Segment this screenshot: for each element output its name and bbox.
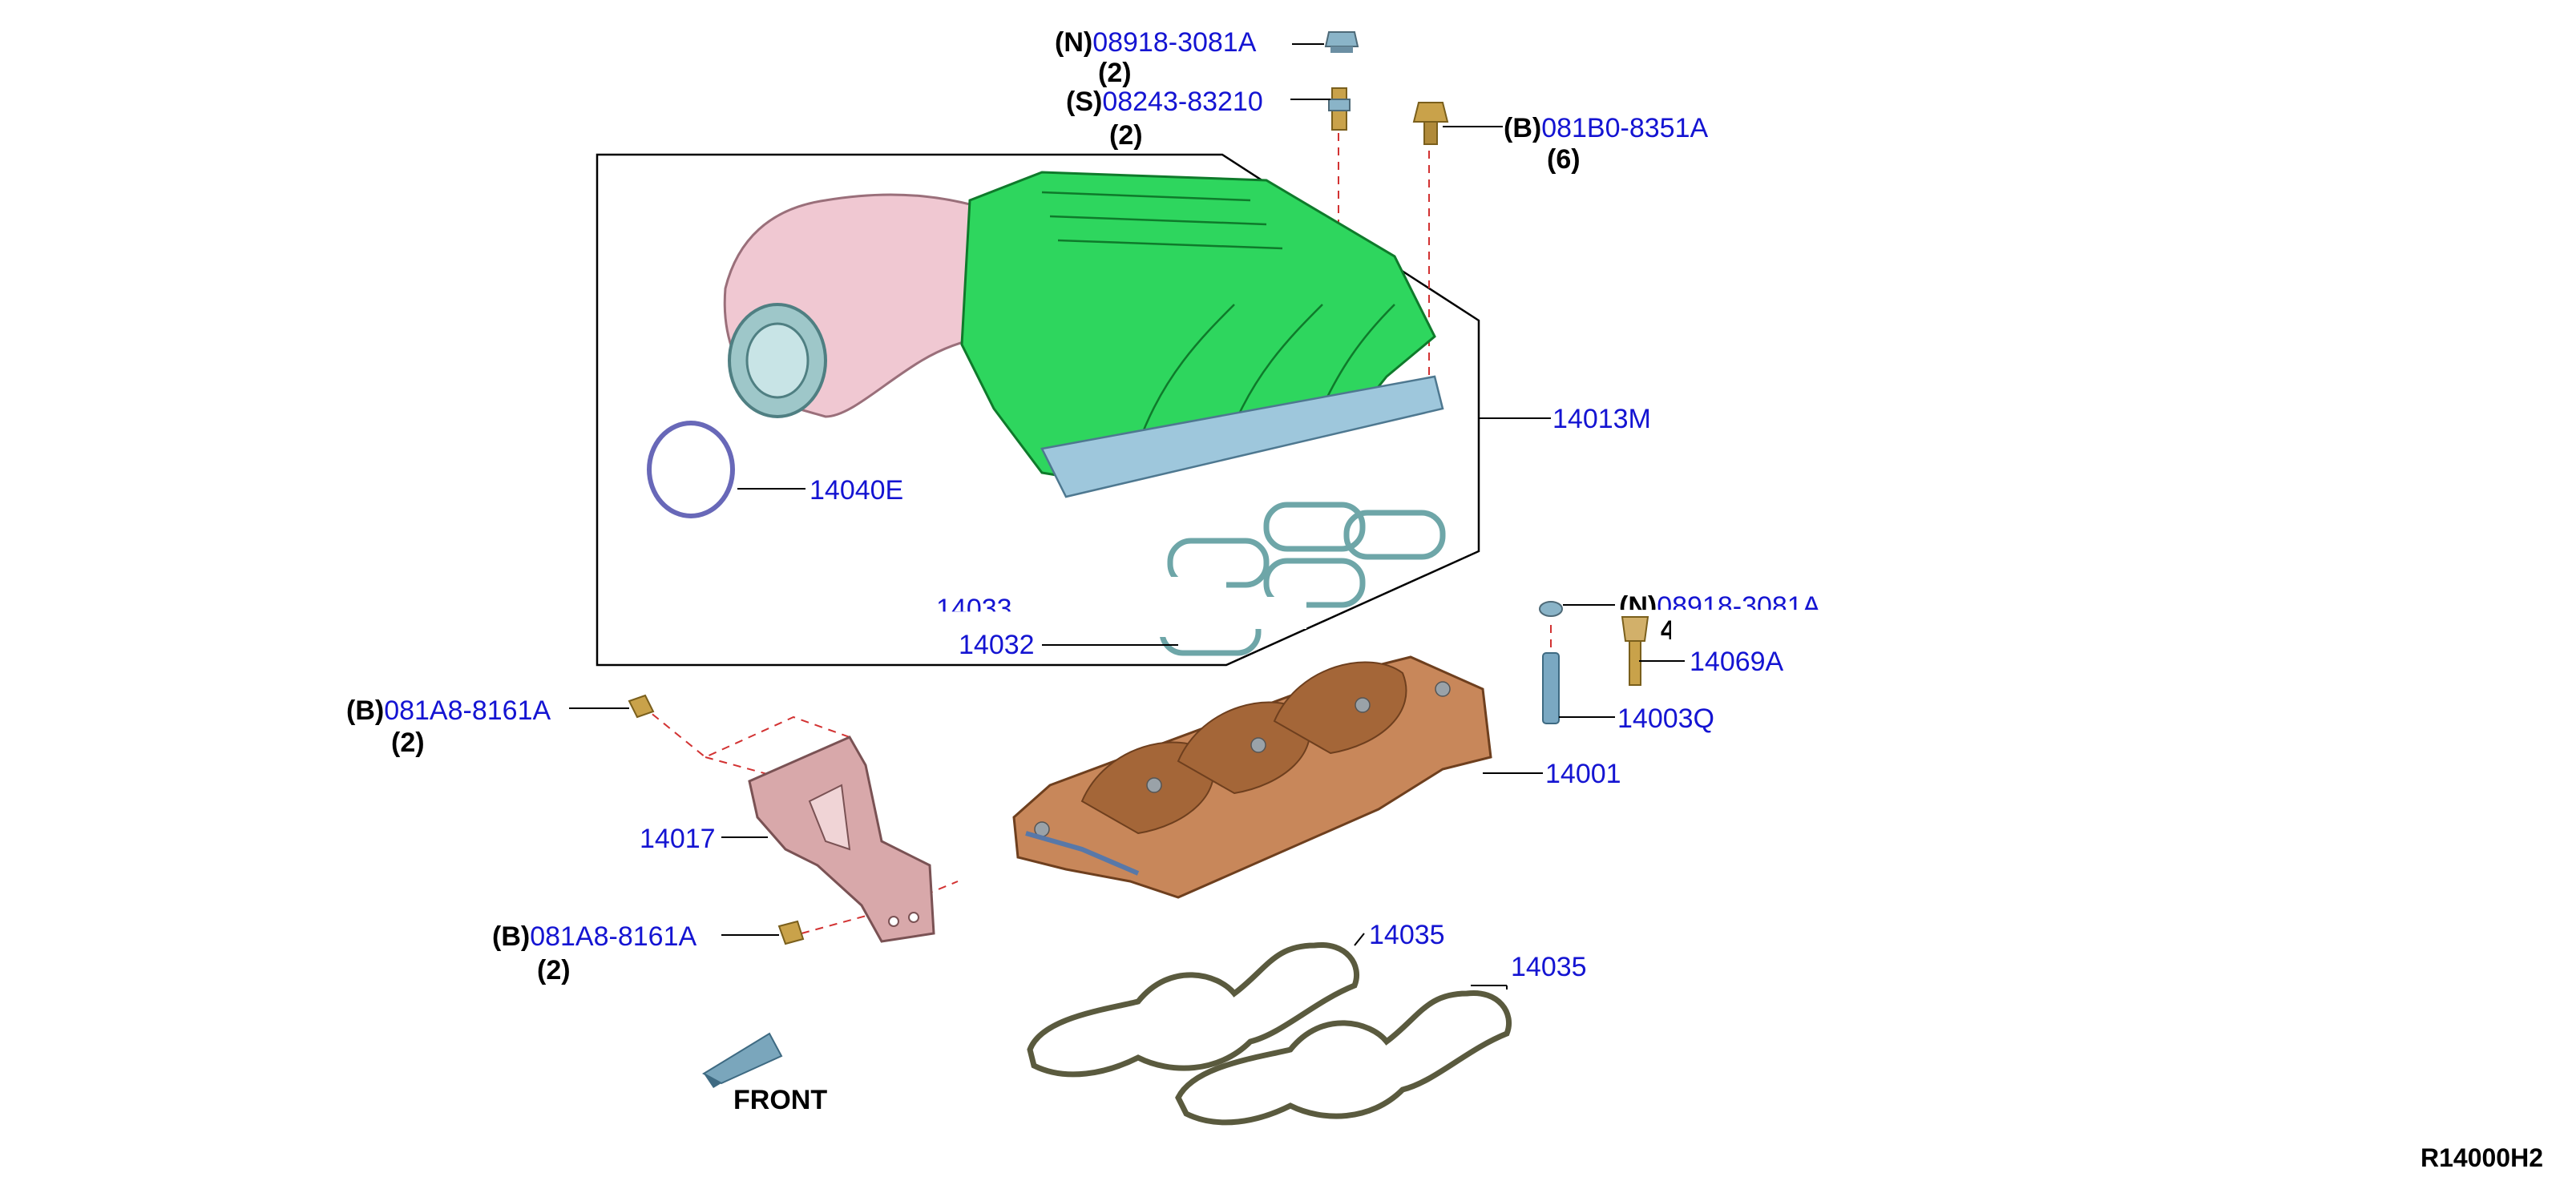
callout-14017[interactable]: 14017: [640, 824, 716, 854]
assembly-boundary-frame: [596, 153, 1480, 667]
callout-marker: (B): [492, 921, 531, 952]
callout-14033[interactable]: 14033: [936, 594, 1012, 624]
part-number-link[interactable]: 081A8-8161A: [384, 695, 551, 726]
callout-14035-lower[interactable]: 14035: [1511, 952, 1587, 982]
callout-quantity: (2): [1109, 120, 1143, 151]
stud-pin-icon: [1542, 652, 1560, 724]
part-number-link[interactable]: 08918-3081A: [1657, 591, 1821, 622]
callout-marker: (B): [346, 695, 385, 726]
callout-08918-3081A-top: (N)08918-3081A: [1055, 29, 1256, 56]
upper-collector-manifold: [960, 171, 1444, 498]
callout-marker: (N): [1619, 591, 1657, 622]
callout-08243-83210: (S)08243-83210: [1066, 88, 1263, 115]
callout-14069A[interactable]: 14069A: [1690, 647, 1784, 677]
stud-nut-lower-icon: [1539, 601, 1563, 617]
manifold-support-bracket: [748, 736, 935, 943]
lower-intake-manifold: [1012, 655, 1492, 899]
part-number-link[interactable]: 081B0-8351A: [1541, 113, 1709, 143]
callout-marker: (N): [1055, 27, 1093, 58]
callout-081A8-8161A-lower: (B)081A8-8161A: [492, 923, 696, 950]
front-label: FRONT: [733, 1085, 828, 1115]
stud-nut-icon: [1324, 31, 1359, 53]
lower-manifold-gasket-2: [1175, 989, 1512, 1126]
callout-quantity: (4): [1651, 615, 1685, 646]
stud-bolt-icon: [1328, 87, 1351, 131]
part-number-link[interactable]: 08918-3081A: [1092, 27, 1257, 58]
callout-14001[interactable]: 14001: [1545, 759, 1621, 789]
flange-bolt-icon: [1412, 102, 1449, 145]
occlusion-mask: [1154, 597, 1306, 629]
callout-14040E[interactable]: 14040E: [810, 475, 904, 506]
callout-marker: (S): [1066, 87, 1103, 117]
pcv-bolt-icon: [1621, 616, 1649, 686]
lower-manifold-gasket-1: [1027, 941, 1360, 1078]
part-number-link[interactable]: 08243-83210: [1102, 87, 1263, 117]
callout-081B0-8351A: (B)081B0-8351A: [1504, 115, 1708, 142]
callout-14003Q[interactable]: 14003Q: [1617, 703, 1714, 734]
diagram-code: R14000H2: [2421, 1143, 2543, 1172]
callout-14013M[interactable]: 14013M: [1552, 404, 1651, 434]
callout-14035-upper[interactable]: 14035: [1369, 920, 1445, 950]
callout-marker: (B): [1504, 113, 1542, 143]
callout-quantity: (6): [1547, 144, 1581, 175]
callout-14032[interactable]: 14032: [959, 630, 1035, 660]
callout-08918-3081A-lower: (N)08918-3081A: [1619, 591, 1821, 622]
part-number-link[interactable]: 081A8-8161A: [530, 921, 697, 952]
bracket-bolt-upper-icon: [628, 694, 655, 719]
callout-081A8-8161A-upper: (B)081A8-8161A: [346, 697, 551, 724]
callout-quantity: (2): [1098, 58, 1132, 88]
front-direction-arrow: [702, 1032, 783, 1088]
callout-quantity: (2): [391, 728, 425, 758]
bracket-bolt-lower-icon: [777, 920, 805, 945]
throttle-gasket-ring: [647, 421, 735, 518]
callout-quantity: (2): [537, 955, 571, 985]
